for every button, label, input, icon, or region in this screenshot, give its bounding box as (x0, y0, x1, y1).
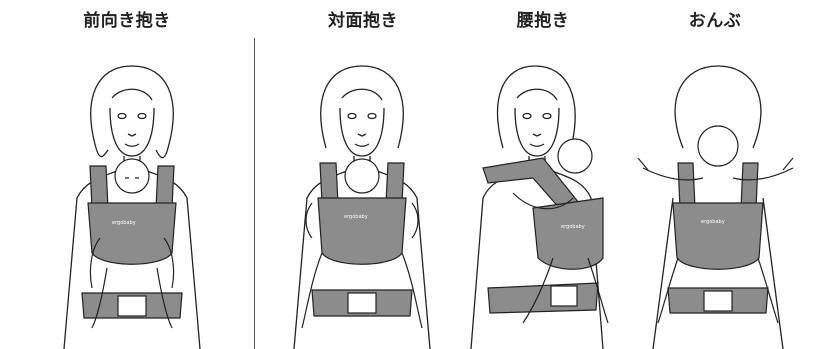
illustration-front-facing-out: ergobaby (52, 38, 212, 349)
hip-carry-figure: ergobaby (470, 65, 609, 349)
carrier-logo-front: ergobaby (112, 220, 136, 226)
title-back-carry: おんぶ (688, 11, 742, 31)
title-facing-in: 対面抱き (328, 11, 398, 31)
carrier-logo-hip: ergobaby (561, 224, 585, 230)
section-divider (254, 38, 255, 349)
illustration-hip-carry: ergobaby (463, 38, 623, 349)
title-front-facing-out: 前向き抱き (83, 11, 171, 31)
carrier-logo-back: ergobaby (701, 219, 725, 225)
front-facing-out-figure: ergobaby (63, 65, 201, 349)
facing-in-figure: ergobaby (293, 65, 431, 349)
title-hip-carry: 腰抱き (516, 11, 570, 31)
illustration-facing-in: ergobaby (282, 38, 442, 349)
illustration-back-carry: ergobaby (633, 38, 803, 349)
carrier-logo-facing: ergobaby (344, 214, 368, 220)
back-carry-figure: ergobaby (637, 65, 794, 349)
